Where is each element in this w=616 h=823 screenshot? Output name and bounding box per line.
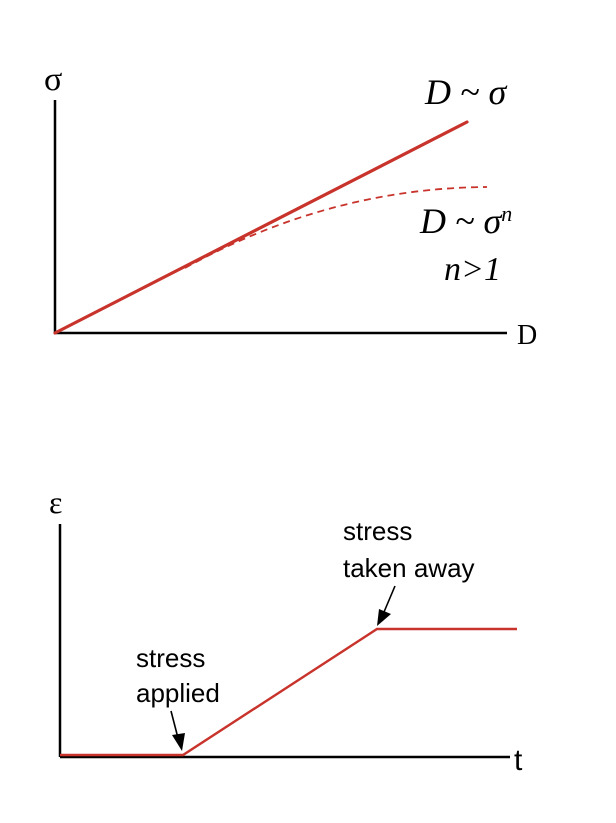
y-axis-label-epsilon: ε [49,484,62,520]
annotation-stress-removed-line2: taken away [343,553,475,583]
power-law-curve-dashed [184,186,488,269]
arrow-stress-removed-head [377,609,391,626]
x-axis-label-d: D [517,320,537,351]
annotation-power-exponent: n [501,201,512,226]
panel-strain-vs-t: ε t stress applied stress taken away [49,484,523,777]
y-axis-label-sigma: σ [44,61,62,98]
linear-curve [53,120,469,335]
annotation-stress-removed-line1: stress [343,516,412,546]
panel-stress-vs-d: σ D D ~ σ D ~ σn n>1 [44,61,537,351]
annotation-stress-applied-line2: applied [136,678,220,708]
annotation-condition: n>1 [444,251,501,288]
annotation-linear-relation: D ~ σ [424,72,507,112]
annotation-power-relation: D ~ σn [419,201,512,241]
arrow-stress-applied-head [172,733,185,751]
x-axis-label-t: t [514,744,523,777]
strain-curve [60,627,517,757]
annotation-stress-applied-line1: stress [136,643,205,673]
annotation-power-base: D ~ σ [419,201,502,241]
arrow-stress-applied-shaft [170,710,179,739]
arrow-stress-removed-shaft [383,585,396,613]
